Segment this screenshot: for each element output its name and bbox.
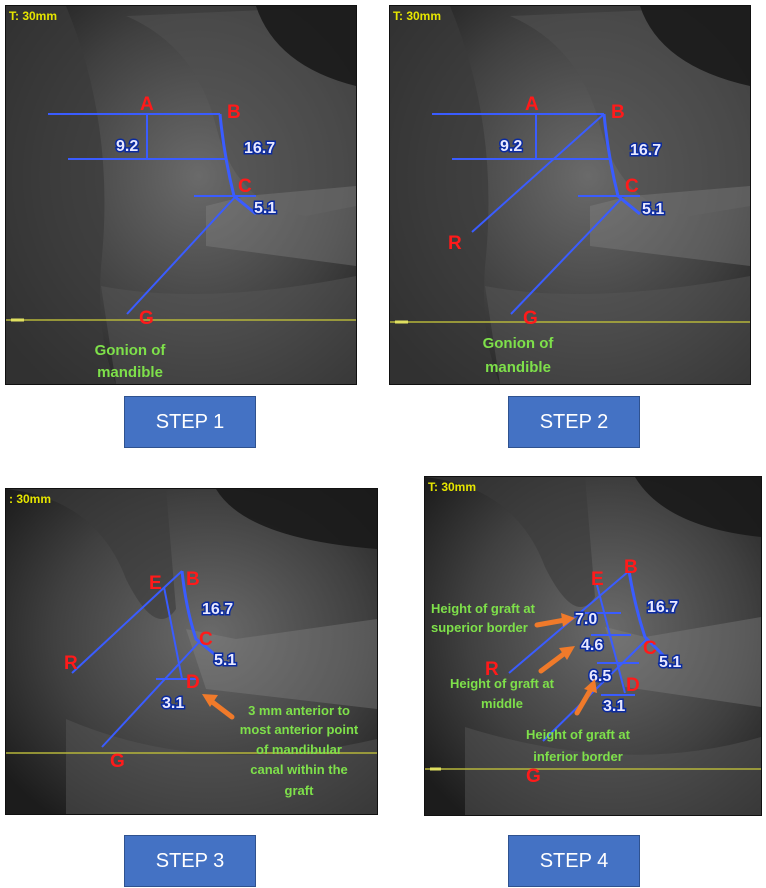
point-c: C — [238, 176, 252, 197]
ct-image-step-4: T: 30mm E B C D R G 16.7 5.1 7.0 4.6 6.5… — [425, 477, 761, 815]
step-4-button: STEP 4 — [508, 835, 640, 887]
measurement-9-2: 9.2 — [500, 138, 522, 155]
point-r: R — [485, 659, 499, 680]
measurement-16-7: 16.7 — [244, 140, 275, 157]
ct-panel-step-1: T: 30mm A B C G 9.2 16.7 5.1 Gonion of m… — [5, 5, 357, 385]
point-g: G — [523, 308, 538, 329]
measurement-5-1: 5.1 — [254, 200, 276, 217]
line-c-g — [510, 197, 623, 315]
line-b-r — [471, 113, 605, 233]
gonion-label-line-2: mandible — [97, 364, 163, 381]
note-inferior-line-1: Height of graft at — [526, 727, 631, 742]
scale-label: : 30mm — [9, 492, 51, 506]
note-inferior-line-2: inferior border — [533, 749, 623, 764]
note-arrow — [208, 698, 235, 720]
ct-image-step-1: T: 30mm A B C G 9.2 16.7 5.1 Gonion of m… — [6, 6, 356, 384]
point-e: E — [591, 569, 604, 590]
measurement-3-1: 3.1 — [162, 695, 184, 712]
point-r: R — [64, 653, 78, 674]
point-e: E — [149, 573, 162, 594]
note-superior-line-2: superior border — [431, 620, 528, 635]
note-arrowhead — [202, 694, 218, 707]
step-2-button: STEP 2 — [508, 396, 640, 448]
point-r: R — [448, 233, 462, 254]
point-b: B — [227, 102, 241, 123]
measurement-5-1: 5.1 — [659, 654, 681, 671]
line-b-c — [602, 113, 641, 216]
note-line-1: 3 mm anterior to — [248, 703, 350, 718]
point-a: A — [140, 94, 154, 115]
point-c: C — [643, 638, 657, 659]
point-d: D — [626, 675, 640, 696]
ct-panel-step-3: : 30mm E B C D R G 16.7 5.1 3.1 3 mm ant… — [5, 488, 378, 815]
arrowhead-inferior — [584, 679, 597, 693]
arrow-superior — [534, 617, 568, 628]
note-line-4: canal within the — [250, 762, 348, 777]
gonion-label-line-1: Gonion of — [95, 342, 167, 359]
gonion-label-line-1: Gonion of — [483, 335, 555, 352]
measurement-16-7: 16.7 — [647, 599, 678, 616]
point-g: G — [526, 766, 541, 787]
arrow-middle — [538, 650, 568, 674]
note-middle-line-1: Height of graft at — [450, 676, 555, 691]
note-line-5: graft — [285, 783, 315, 798]
note-line-2: most anterior point — [240, 722, 359, 737]
step-1-button: STEP 1 — [124, 396, 256, 448]
point-b: B — [624, 557, 638, 578]
ct-panel-step-4: T: 30mm E B C D R G 16.7 5.1 7.0 4.6 6.5… — [424, 476, 762, 816]
measurement-5-1: 5.1 — [214, 652, 236, 669]
ct-image-step-3: : 30mm E B C D R G 16.7 5.1 3.1 3 mm ant… — [6, 489, 377, 814]
note-middle-line-2: middle — [481, 696, 523, 711]
measurement-16-7: 16.7 — [630, 142, 661, 159]
arrow-inferior — [574, 686, 594, 716]
point-b: B — [186, 569, 200, 590]
point-g: G — [139, 308, 154, 329]
point-g: G — [110, 751, 125, 772]
line-b-c — [180, 570, 219, 659]
measurement-3-1: 3.1 — [603, 698, 625, 715]
line-e-d — [596, 584, 626, 694]
step-3-button: STEP 3 — [124, 835, 256, 887]
note-superior-line-1: Height of graft at — [431, 601, 536, 616]
ct-image-step-2: T: 30mm A B C R G 9.2 16.7 5.1 Gonion of… — [390, 6, 750, 384]
scale-label: T: 30mm — [428, 480, 476, 494]
point-c: C — [625, 176, 639, 197]
measurement-4-6: 4.6 — [581, 637, 603, 654]
scale-label: T: 30mm — [393, 9, 441, 23]
point-d: D — [186, 672, 200, 693]
line-b-c — [627, 570, 669, 661]
measurement-9-2: 9.2 — [116, 138, 138, 155]
arrowhead-superior — [561, 613, 575, 627]
point-b: B — [611, 102, 625, 123]
measurement-5-1: 5.1 — [642, 201, 664, 218]
note-line-3: of mandibular — [256, 742, 342, 757]
gonion-label-line-2: mandible — [485, 359, 551, 376]
point-a: A — [525, 94, 539, 115]
line-c-g — [126, 195, 237, 315]
line-c-g — [101, 638, 203, 748]
line-b-c — [218, 113, 257, 216]
arrowhead-middle — [559, 646, 575, 660]
point-c: C — [199, 629, 213, 650]
measurement-7-0: 7.0 — [575, 611, 597, 628]
scale-label: T: 30mm — [9, 9, 57, 23]
measurement-16-7: 16.7 — [202, 601, 233, 618]
ct-panel-step-2: T: 30mm A B C R G 9.2 16.7 5.1 Gonion of… — [389, 5, 751, 385]
